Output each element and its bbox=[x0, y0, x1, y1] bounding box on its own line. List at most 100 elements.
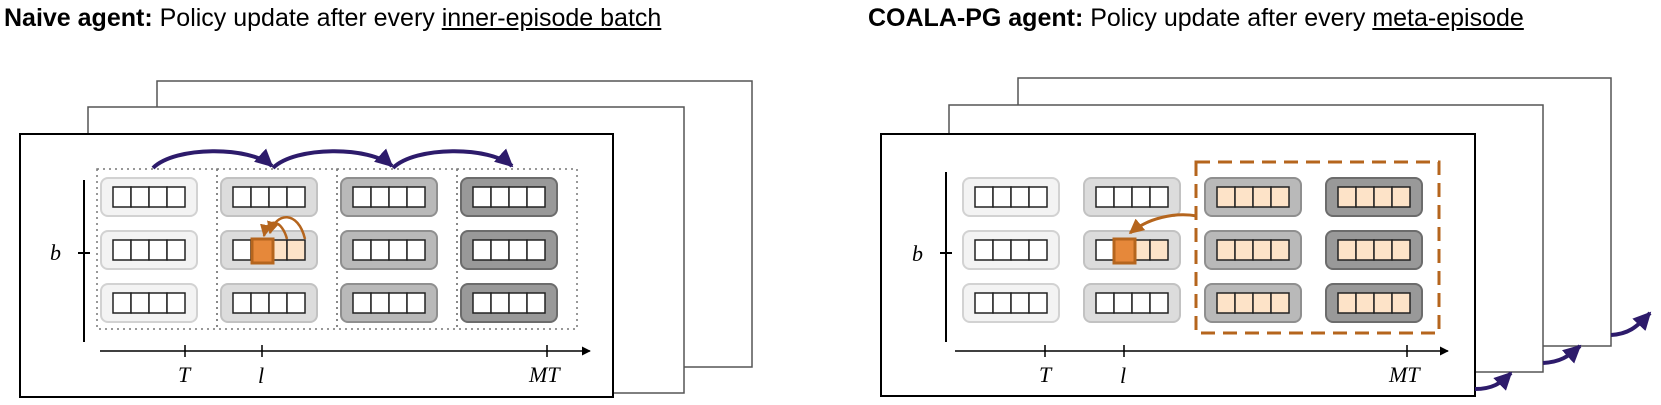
timestep-cell bbox=[1028, 239, 1048, 261]
meta-update-arrow-3 bbox=[1610, 311, 1652, 337]
future-context-box bbox=[1194, 160, 1441, 335]
inner-episode bbox=[340, 230, 438, 270]
timestep-cell bbox=[1149, 239, 1169, 261]
inner-episode bbox=[220, 283, 318, 323]
timestep-cell bbox=[490, 239, 510, 261]
timestep-cell bbox=[1113, 186, 1133, 208]
inner-episode bbox=[962, 177, 1060, 217]
coala-pg-agent-title-bold: COALA-PG agent: bbox=[868, 4, 1084, 32]
policy-update-arrow-3 bbox=[391, 148, 514, 170]
inner-episode bbox=[1204, 177, 1302, 217]
coala-pg-agent-title-text: Policy update after every bbox=[1083, 4, 1373, 32]
timestep-cell bbox=[1391, 292, 1411, 314]
timestep-cell bbox=[166, 292, 186, 314]
inner-episode bbox=[340, 283, 438, 323]
timestep-cell bbox=[472, 292, 492, 314]
inner-episode bbox=[1083, 177, 1181, 217]
timestep-cell bbox=[1010, 292, 1030, 314]
timestep-cell bbox=[508, 292, 528, 314]
timestep-cell bbox=[406, 186, 426, 208]
timestep-cell bbox=[406, 292, 426, 314]
x-tick-label-T: T bbox=[178, 362, 192, 387]
timestep-cell bbox=[974, 292, 994, 314]
timestep-cell bbox=[526, 186, 546, 208]
timestep-cell bbox=[370, 292, 390, 314]
timestep-cell bbox=[490, 186, 510, 208]
coala-pg-agent-title-underlined: meta-episode bbox=[1372, 4, 1524, 32]
inner-episode bbox=[962, 230, 1060, 270]
x-tick-label-T: T bbox=[1039, 362, 1053, 387]
timestep-cell bbox=[286, 292, 306, 314]
future-dependency-arrow bbox=[1128, 213, 1198, 235]
timestep-cell bbox=[1373, 239, 1393, 261]
naive-panel: b T l MT bbox=[19, 80, 753, 398]
timestep-cell bbox=[268, 292, 288, 314]
timestep-cell bbox=[508, 239, 528, 261]
timestep-cell bbox=[1373, 292, 1393, 314]
inner-episode bbox=[1325, 283, 1423, 323]
timestep-cell bbox=[352, 292, 372, 314]
timestep-cell bbox=[1095, 292, 1115, 314]
inner-episode bbox=[460, 177, 558, 217]
timestep-cell bbox=[1010, 186, 1030, 208]
timestep-cell bbox=[286, 239, 306, 261]
timestep-cell bbox=[1391, 186, 1411, 208]
timestep-cell bbox=[130, 186, 150, 208]
timestep-cell bbox=[1216, 239, 1236, 261]
timestep-cell bbox=[1149, 292, 1169, 314]
x-tick-label-l: l bbox=[1120, 363, 1126, 388]
timestep-cell bbox=[1131, 186, 1151, 208]
timestep-cell bbox=[112, 239, 132, 261]
x-tick-label-MT: MT bbox=[528, 362, 561, 387]
timestep-cell bbox=[112, 292, 132, 314]
coala-pg-agent-title: COALA-PG agent: Policy update after ever… bbox=[868, 4, 1524, 33]
timestep-cell bbox=[1113, 292, 1133, 314]
naive-agent-title: Naive agent: Policy update after every i… bbox=[4, 4, 661, 33]
timestep-cell bbox=[232, 186, 252, 208]
naive-agent-title-underlined: inner-episode batch bbox=[441, 4, 662, 32]
timestep-cell bbox=[166, 239, 186, 261]
timestep-cell bbox=[1216, 292, 1236, 314]
timestep-cell bbox=[992, 239, 1012, 261]
timestep-cell bbox=[992, 186, 1012, 208]
timestep-cell bbox=[250, 186, 270, 208]
policy-update-arrow-2 bbox=[271, 148, 394, 170]
timestep-cell bbox=[1095, 186, 1115, 208]
timestep-cell bbox=[1337, 239, 1357, 261]
timestep-cell bbox=[286, 186, 306, 208]
policy-update-arrow-1 bbox=[151, 148, 274, 170]
timestep-cell bbox=[388, 239, 408, 261]
timestep-cell bbox=[1010, 239, 1030, 261]
timestep-cell bbox=[1373, 186, 1393, 208]
inner-episode bbox=[1325, 177, 1423, 217]
timestep-cell bbox=[472, 239, 492, 261]
timestep-cell bbox=[1252, 239, 1272, 261]
timestep-cell bbox=[232, 292, 252, 314]
coala-pg-episode-grid bbox=[962, 177, 1423, 323]
naive-episode-grid bbox=[100, 177, 558, 323]
timestep-cell bbox=[1355, 239, 1375, 261]
timestep-cell bbox=[268, 186, 288, 208]
timestep-cell bbox=[1355, 292, 1375, 314]
current-step-highlight bbox=[250, 237, 275, 265]
timestep-cell bbox=[1391, 239, 1411, 261]
timestep-cell bbox=[1252, 292, 1272, 314]
inner-episode bbox=[1204, 230, 1302, 270]
inner-episode bbox=[100, 177, 198, 217]
y-axis-label: b bbox=[912, 241, 923, 266]
timestep-cell bbox=[232, 239, 252, 261]
timestep-cell bbox=[130, 292, 150, 314]
x-tick-label-MT: MT bbox=[1388, 362, 1421, 387]
timestep-cell bbox=[388, 186, 408, 208]
inner-episode bbox=[1204, 283, 1302, 323]
timestep-cell bbox=[370, 239, 390, 261]
timestep-cell bbox=[490, 292, 510, 314]
timestep-cell bbox=[992, 292, 1012, 314]
dependency-arrow-2 bbox=[267, 216, 307, 240]
timestep-cell bbox=[526, 239, 546, 261]
timestep-cell bbox=[1355, 186, 1375, 208]
naive-agent-title-text: Policy update after every bbox=[152, 4, 442, 32]
timestep-cell bbox=[1270, 186, 1290, 208]
inner-episode bbox=[100, 230, 198, 270]
timestep-cell bbox=[112, 186, 132, 208]
